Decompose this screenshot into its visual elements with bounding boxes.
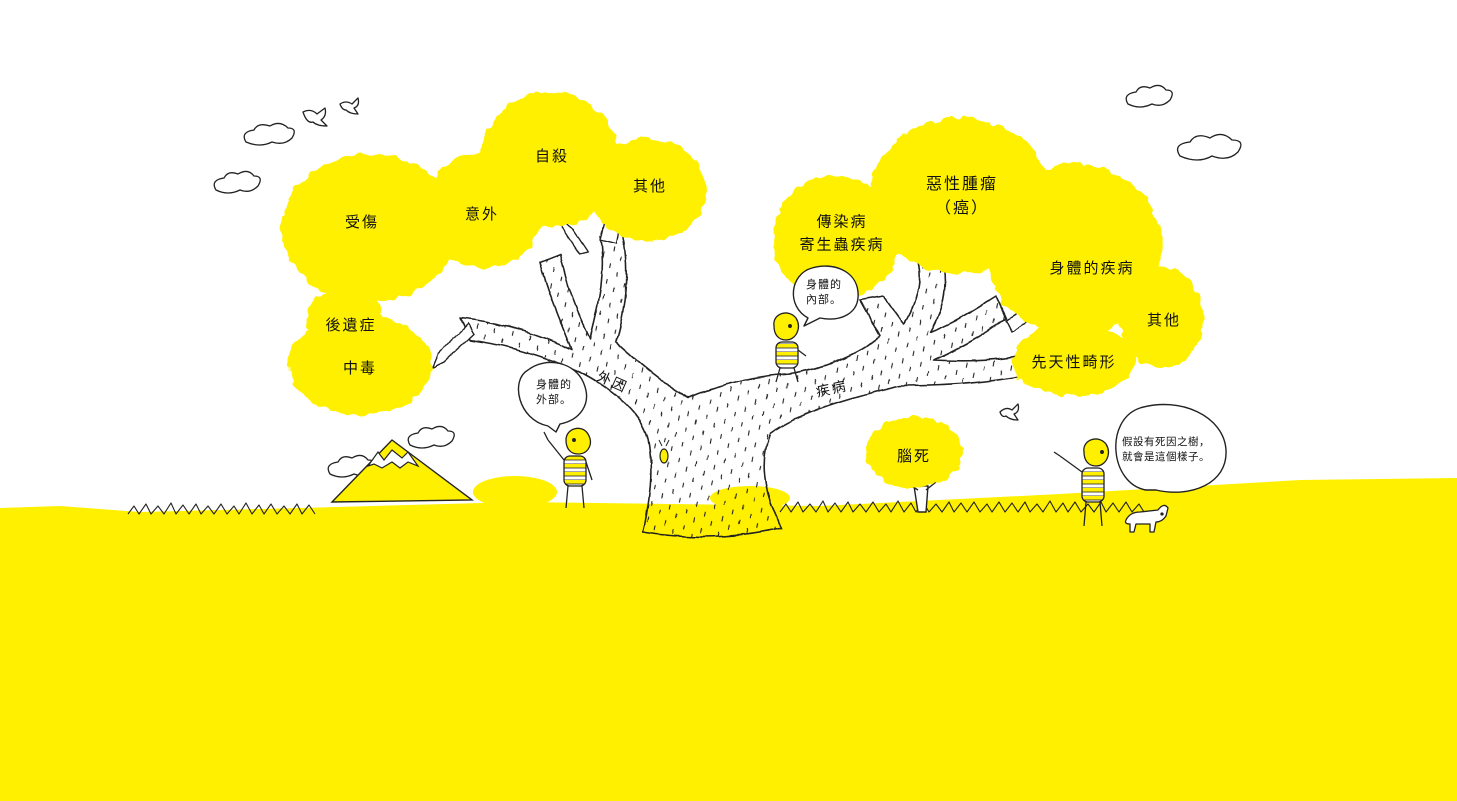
canopy-poisoning [288, 315, 432, 415]
bubble-narrator [1115, 403, 1227, 493]
canopy-congenital [1012, 324, 1136, 396]
canopy-infectious [772, 176, 900, 300]
clouds [213, 84, 1242, 478]
birds [302, 97, 1020, 421]
bird [339, 97, 360, 115]
ground [0, 478, 1457, 801]
cloud [407, 425, 455, 449]
canopy-body-disease [986, 164, 1162, 336]
cloud [243, 122, 295, 146]
person-inside [773, 312, 807, 383]
dog [1124, 504, 1169, 533]
speech-bubbles [517, 265, 1227, 493]
person-outside [543, 427, 593, 509]
canopy-suicide [480, 92, 620, 228]
cloud [1176, 133, 1242, 161]
tree-canopy [282, 92, 1204, 415]
bubble-outside [517, 361, 588, 433]
person-narrator [1053, 438, 1110, 527]
brain-death-tree [866, 416, 962, 513]
bubble-inside [792, 265, 859, 327]
bird [302, 107, 328, 127]
mountain [330, 439, 475, 503]
beetle [658, 439, 670, 464]
cloud [1125, 84, 1173, 108]
bird [999, 403, 1020, 421]
cloud [213, 170, 261, 194]
canopy-other-external [590, 138, 706, 242]
canopy-other-internal [1120, 268, 1204, 368]
canopy-injury [282, 154, 458, 302]
